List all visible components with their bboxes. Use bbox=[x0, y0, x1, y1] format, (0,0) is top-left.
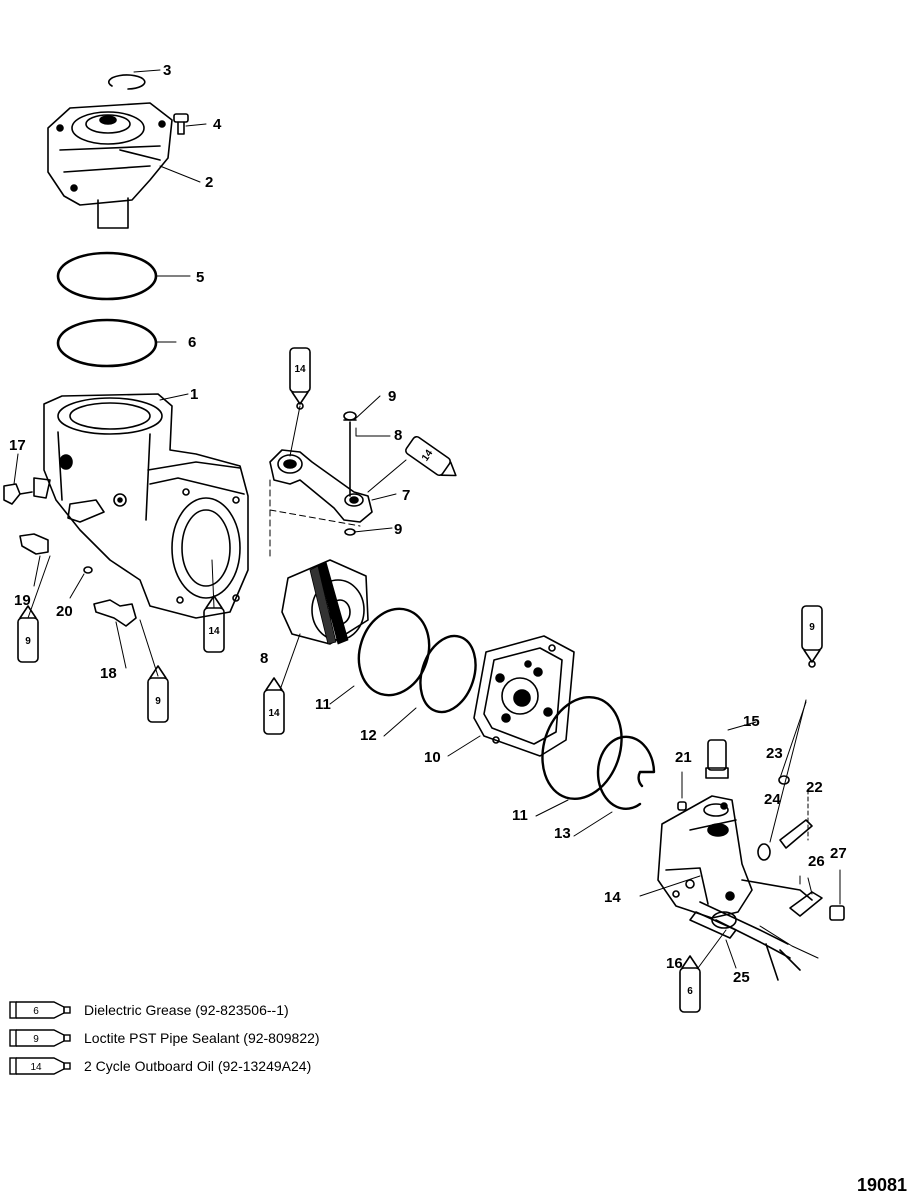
part-piston bbox=[281, 559, 369, 645]
callout-25: 25 bbox=[733, 969, 750, 986]
callout-16: 16 bbox=[666, 955, 683, 972]
tube-label: 6 bbox=[33, 1006, 39, 1017]
callout-5: 5 bbox=[196, 269, 205, 286]
callout-23: 23 bbox=[766, 745, 783, 762]
callout-11: 11 bbox=[512, 807, 528, 824]
callout-12: 12 bbox=[360, 727, 377, 744]
callout-27: 27 bbox=[830, 845, 847, 862]
svg-text:6: 6 bbox=[687, 986, 693, 997]
callout-19: 19 bbox=[14, 592, 31, 609]
callout-11: 11 bbox=[315, 696, 331, 713]
tube-label: 9 bbox=[33, 1034, 39, 1045]
leader-lines bbox=[13, 69, 841, 969]
callout-13: 13 bbox=[554, 825, 571, 842]
part-pump-cover bbox=[47, 102, 173, 229]
tube-6-icon: 6 bbox=[9, 1001, 71, 1019]
callout-7: 7 bbox=[402, 487, 411, 504]
callout-9: 9 bbox=[394, 521, 403, 538]
legend-text: Loctite PST Pipe Sealant (92-809822) bbox=[84, 1030, 320, 1046]
part-fitting bbox=[19, 533, 49, 555]
svg-text:14: 14 bbox=[268, 708, 280, 719]
part-pump-body bbox=[33, 393, 249, 619]
tube-9-icon: 9 bbox=[9, 1029, 71, 1047]
legend-text: Dielectric Grease (92-823506--1) bbox=[84, 1002, 289, 1018]
tube-14-icon: 14 bbox=[289, 347, 311, 410]
callout-4: 4 bbox=[213, 116, 222, 133]
tube-9-icon: 9 bbox=[17, 605, 39, 663]
part-plug bbox=[677, 801, 687, 811]
svg-text:14: 14 bbox=[420, 448, 436, 464]
part-hose-fitting bbox=[757, 775, 813, 861]
tube-14-icon: 14 bbox=[263, 677, 285, 735]
tube-14-icon: 14 bbox=[9, 1057, 71, 1075]
callout-14: 14 bbox=[604, 889, 621, 906]
part-screw bbox=[173, 113, 189, 135]
callout-21: 21 bbox=[675, 749, 692, 766]
callout-3: 3 bbox=[163, 62, 172, 79]
svg-text:9: 9 bbox=[155, 696, 161, 707]
tube-9-icon: 9 bbox=[147, 665, 169, 723]
callout-17: 17 bbox=[9, 437, 26, 454]
svg-text:9: 9 bbox=[809, 622, 815, 633]
callout-6: 6 bbox=[188, 334, 197, 351]
svg-text:14: 14 bbox=[208, 626, 220, 637]
part-temperature-sensor bbox=[789, 891, 845, 921]
callout-22: 22 bbox=[806, 779, 823, 796]
callout-24: 24 bbox=[764, 791, 781, 808]
part-plug bbox=[83, 566, 93, 574]
tube-9-icon: 9 bbox=[801, 605, 823, 668]
part-valve bbox=[705, 739, 729, 779]
part-sensor-wire bbox=[689, 911, 801, 981]
part-elbow-fitting bbox=[93, 599, 137, 627]
part-connecting-rod bbox=[269, 411, 373, 561]
callout-9: 9 bbox=[388, 388, 397, 405]
figure-number: 19081 bbox=[856, 1175, 907, 1195]
part-cylinder-head bbox=[657, 795, 819, 959]
callout-8: 8 bbox=[394, 427, 403, 444]
part-ring-and-clip bbox=[541, 695, 656, 811]
callout-1: 1 bbox=[190, 386, 199, 403]
callout-26: 26 bbox=[808, 853, 825, 870]
tube-6-icon: 6 bbox=[679, 955, 701, 1013]
svg-text:9: 9 bbox=[25, 636, 31, 647]
callout-20: 20 bbox=[56, 603, 73, 620]
legend-text: 2 Cycle Outboard Oil (92-13249A24) bbox=[84, 1058, 312, 1074]
part-fitting bbox=[3, 483, 33, 505]
tube-label: 14 bbox=[30, 1062, 42, 1073]
callout-2: 2 bbox=[205, 174, 214, 191]
part-piston-rings bbox=[357, 607, 477, 714]
callout-10: 10 bbox=[424, 749, 441, 766]
part-o-rings bbox=[56, 251, 158, 368]
callout-8: 8 bbox=[260, 650, 269, 667]
part-retaining-ring bbox=[108, 74, 146, 90]
tube-14-icon: 14 bbox=[405, 435, 457, 477]
callout-15: 15 bbox=[743, 713, 760, 730]
callout-18: 18 bbox=[100, 665, 117, 682]
svg-text:14: 14 bbox=[294, 364, 306, 375]
part-reed-plate bbox=[473, 635, 575, 757]
